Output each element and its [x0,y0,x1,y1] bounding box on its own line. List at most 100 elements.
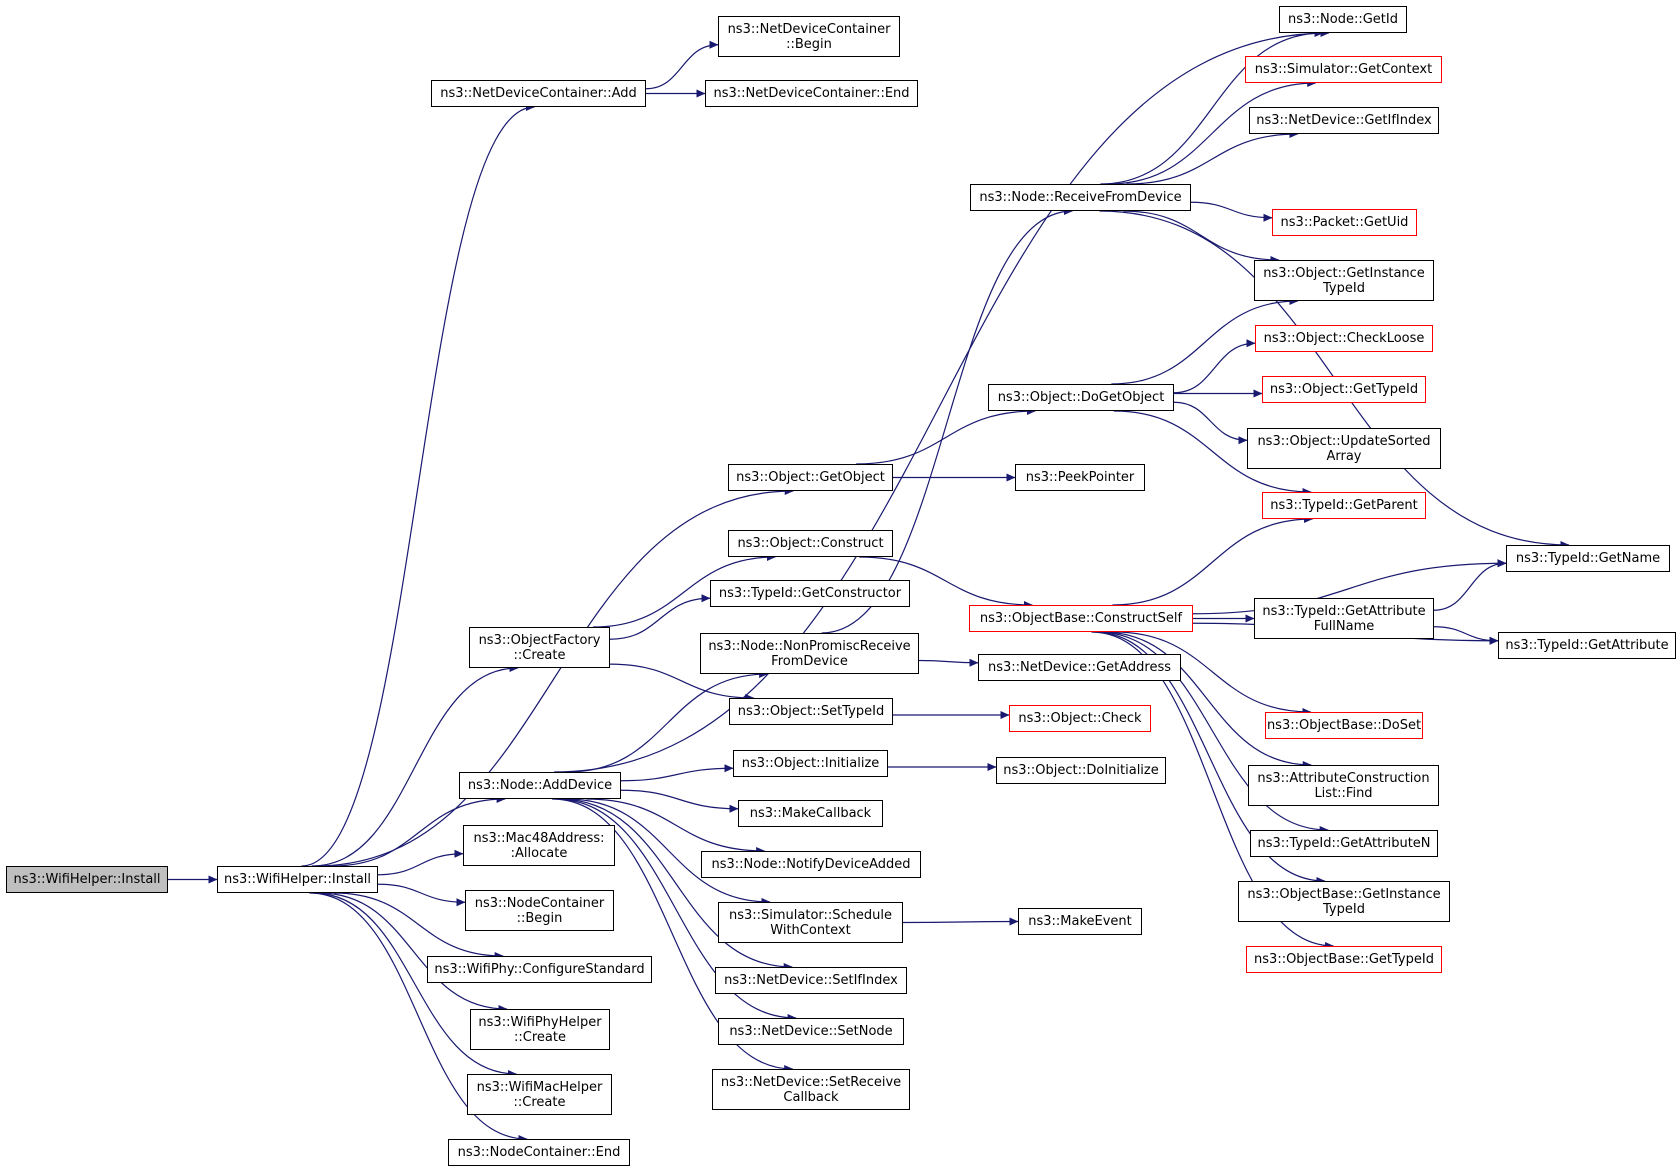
graph-node-get-if-index[interactable]: ns3::NetDevice::GetIfIndex [1249,107,1439,134]
edge-install-to-cfgStd [333,892,504,961]
graph-node-get-inst-tid[interactable]: ns3::Object::GetInstance TypeId [1254,260,1434,301]
graph-node-label: ns3::Node::AddDevice [467,778,613,793]
graph-node-peek-ptr[interactable]: ns3::PeekPointer [1015,464,1145,491]
graph-node-label: ns3::TypeId::GetAttributeN [1257,836,1431,851]
graph-node-cfg-std[interactable]: ns3::WifiPhy::ConfigureStandard [427,956,652,983]
graph-node-construct[interactable]: ns3::Object::Construct [728,530,893,557]
graph-node-mac-alloc[interactable]: ns3::Mac48Address: :Allocate [463,825,615,866]
graph-node-label: ns3::Object::GetObject [736,470,885,485]
graph-node-initialize[interactable]: ns3::Object::Initialize [733,750,888,777]
graph-node-set-node[interactable]: ns3::NetDevice::SetNode [718,1018,904,1045]
graph-node-make-event[interactable]: ns3::MakeEvent [1018,908,1142,935]
graph-node-label: ns3::Object::Check [1018,711,1142,726]
graph-node-get-id[interactable]: ns3::Node::GetId [1279,6,1407,33]
graph-node-get-attr[interactable]: ns3::TypeId::GetAttribute [1498,632,1676,659]
graph-node-add-device[interactable]: ns3::Node::AddDevice [459,772,621,799]
edge-addDevice-to-schedCtx [566,798,771,907]
edge-constructSelf-to-getName [1192,559,1507,615]
edge-addDevice-to-nonProm [567,669,769,773]
graph-node-nc-begin[interactable]: ns3::NodeContainer ::Begin [465,890,614,931]
graph-node-ndc-add[interactable]: ns3::NetDeviceContainer::Add [431,80,646,107]
graph-node-nc-end[interactable]: ns3::NodeContainer::End [448,1139,630,1166]
graph-node-get-object[interactable]: ns3::Object::GetObject [728,464,893,491]
graph-node-get-ctor[interactable]: ns3::TypeId::GetConstructor [710,580,910,607]
graph-node-install[interactable]: ns3::WifiHelper::Install [217,866,378,893]
graph-node-label: ns3::NetDevice::SetIfIndex [724,973,898,988]
graph-node-label: ns3::WifiPhy::ConfigureStandard [434,962,645,977]
edge-constructSelf-to-obGetTypeId [1091,631,1335,951]
graph-node-get-name[interactable]: ns3::TypeId::GetName [1506,545,1670,572]
graph-node-phy-create[interactable]: ns3::WifiPhyHelper ::Create [470,1009,610,1050]
graph-node-label: ns3::Packet::GetUid [1280,215,1409,230]
graph-node-label: ns3::Object::UpdateSorted Array [1257,433,1431,464]
graph-node-label: ns3::NodeContainer::End [457,1145,621,1160]
graph-node-do-get-object[interactable]: ns3::Object::DoGetObject [988,384,1174,411]
graph-node-label: ns3::NetDeviceContainer ::Begin [727,21,891,52]
graph-node-label: ns3::NetDevice::GetAddress [987,660,1172,675]
graph-node-label: ns3::Node::GetId [1288,12,1398,27]
graph-node-get-uid[interactable]: ns3::Packet::GetUid [1272,209,1417,236]
edge-recvFromDev-to-getIfIndex [1126,129,1299,185]
graph-node-label: ns3::WifiHelper::Install [13,872,161,887]
edge-install-to-addDevice [332,794,506,867]
graph-node-make-cb[interactable]: ns3::MakeCallback [738,800,883,827]
graph-node-label: ns3::AttributeConstruction List::Find [1257,770,1430,801]
graph-node-label: ns3::ObjectBase::GetTypeId [1254,952,1434,967]
graph-node-mac-create[interactable]: ns3::WifiMacHelper ::Create [467,1074,612,1115]
graph-node-of-create[interactable]: ns3::ObjectFactory ::Create [469,627,610,668]
graph-node-get-attr-n[interactable]: ns3::TypeId::GetAttributeN [1250,830,1438,857]
edge-install-to-getObject [314,486,794,867]
edge-getAttrFull-to-getName [1433,559,1507,611]
graph-node-sched-ctx[interactable]: ns3::Simulator::Schedule WithContext [718,902,903,943]
graph-node-get-parent[interactable]: ns3::TypeId::GetParent [1262,492,1426,519]
edge-addDevice-to-notifyAdded [586,798,766,856]
edge-doGetObject-to-getParent [1113,410,1312,497]
graph-node-check[interactable]: ns3::Object::Check [1009,705,1151,732]
graph-node-get-context[interactable]: ns3::Simulator::GetContext [1245,56,1442,83]
graph-node-label: ns3::Object::SetTypeId [737,704,885,719]
graph-node-set-if-index[interactable]: ns3::NetDevice::SetIfIndex [715,967,907,994]
graph-node-check-loose[interactable]: ns3::Object::CheckLoose [1255,325,1433,352]
graph-node-recv-from-dev[interactable]: ns3::Node::ReceiveFromDevice [970,184,1191,211]
edge-nonProm-to-recvFromDev [821,206,1073,634]
graph-node-label: ns3::Object::DoInitialize [1003,763,1159,778]
graph-node-label: ns3::ObjectBase::GetInstance TypeId [1247,886,1441,917]
graph-node-label: ns3::WifiPhyHelper ::Create [478,1014,602,1045]
edge-recvFromDev-to-getContext [1108,78,1317,185]
edge-schedCtx-to-makeEvent [902,917,1019,926]
graph-node-ob-get-inst-tid[interactable]: ns3::ObjectBase::GetInstance TypeId [1238,881,1450,922]
graph-node-get-address[interactable]: ns3::NetDevice::GetAddress [978,654,1181,681]
edge-getAttrFull-to-getAttr [1433,626,1499,645]
graph-node-do-init[interactable]: ns3::Object::DoInitialize [996,757,1166,784]
edge-ndcAdd-to-ndcBegin [645,40,719,90]
graph-node-ob-get-type-id[interactable]: ns3::ObjectBase::GetTypeId [1246,946,1442,973]
graph-node-label: ns3::NetDevice::SetNode [729,1024,893,1039]
graph-node-set-recv-cb[interactable]: ns3::NetDevice::SetReceive Callback [712,1069,910,1110]
graph-node-ac-find[interactable]: ns3::AttributeConstruction List::Find [1248,765,1439,806]
graph-node-ndc-end[interactable]: ns3::NetDeviceContainer::End [705,80,918,107]
graph-node-do-set[interactable]: ns3::ObjectBase::DoSet [1265,712,1423,739]
edge-constructSelf-to-getParent [1112,514,1314,606]
graph-node-ndc-begin[interactable]: ns3::NetDeviceContainer ::Begin [718,16,900,57]
graph-node-label: ns3::Simulator::GetContext [1254,62,1433,77]
graph-node-upd-sorted[interactable]: ns3::Object::UpdateSorted Array [1247,428,1441,469]
edge-install-to-macAlloc [377,849,464,876]
edge-ofCreate-to-setTypeId [609,663,755,703]
graph-node-get-type-id-obj[interactable]: ns3::Object::GetTypeId [1262,376,1426,403]
edge-ofCreate-to-getCtor [609,594,711,640]
edge-doGetObject-to-checkLoose [1173,339,1256,394]
graph-node-label: ns3::ObjectFactory ::Create [478,632,601,663]
graph-node-label: ns3::NetDeviceContainer::End [713,86,910,101]
edge-addDevice-to-getId [554,28,1330,773]
edge-constructSelf-to-doSet [1114,631,1312,717]
graph-node-non-prom[interactable]: ns3::Node::NonPromiscReceive FromDevice [700,633,919,674]
graph-node-label: ns3::TypeId::GetConstructor [718,586,902,601]
graph-node-get-attr-full[interactable]: ns3::TypeId::GetAttribute FullName [1254,598,1434,639]
graph-node-notify-added[interactable]: ns3::Node::NotifyDeviceAdded [701,851,921,878]
graph-node-set-type-id[interactable]: ns3::Object::SetTypeId [729,698,893,725]
graph-node-label: ns3::MakeCallback [749,806,872,821]
graph-node-label: ns3::MakeEvent [1028,914,1132,929]
edge-doGetObject-to-getInstTid [1111,296,1299,385]
graph-node-construct-self[interactable]: ns3::ObjectBase::ConstructSelf [969,605,1193,632]
